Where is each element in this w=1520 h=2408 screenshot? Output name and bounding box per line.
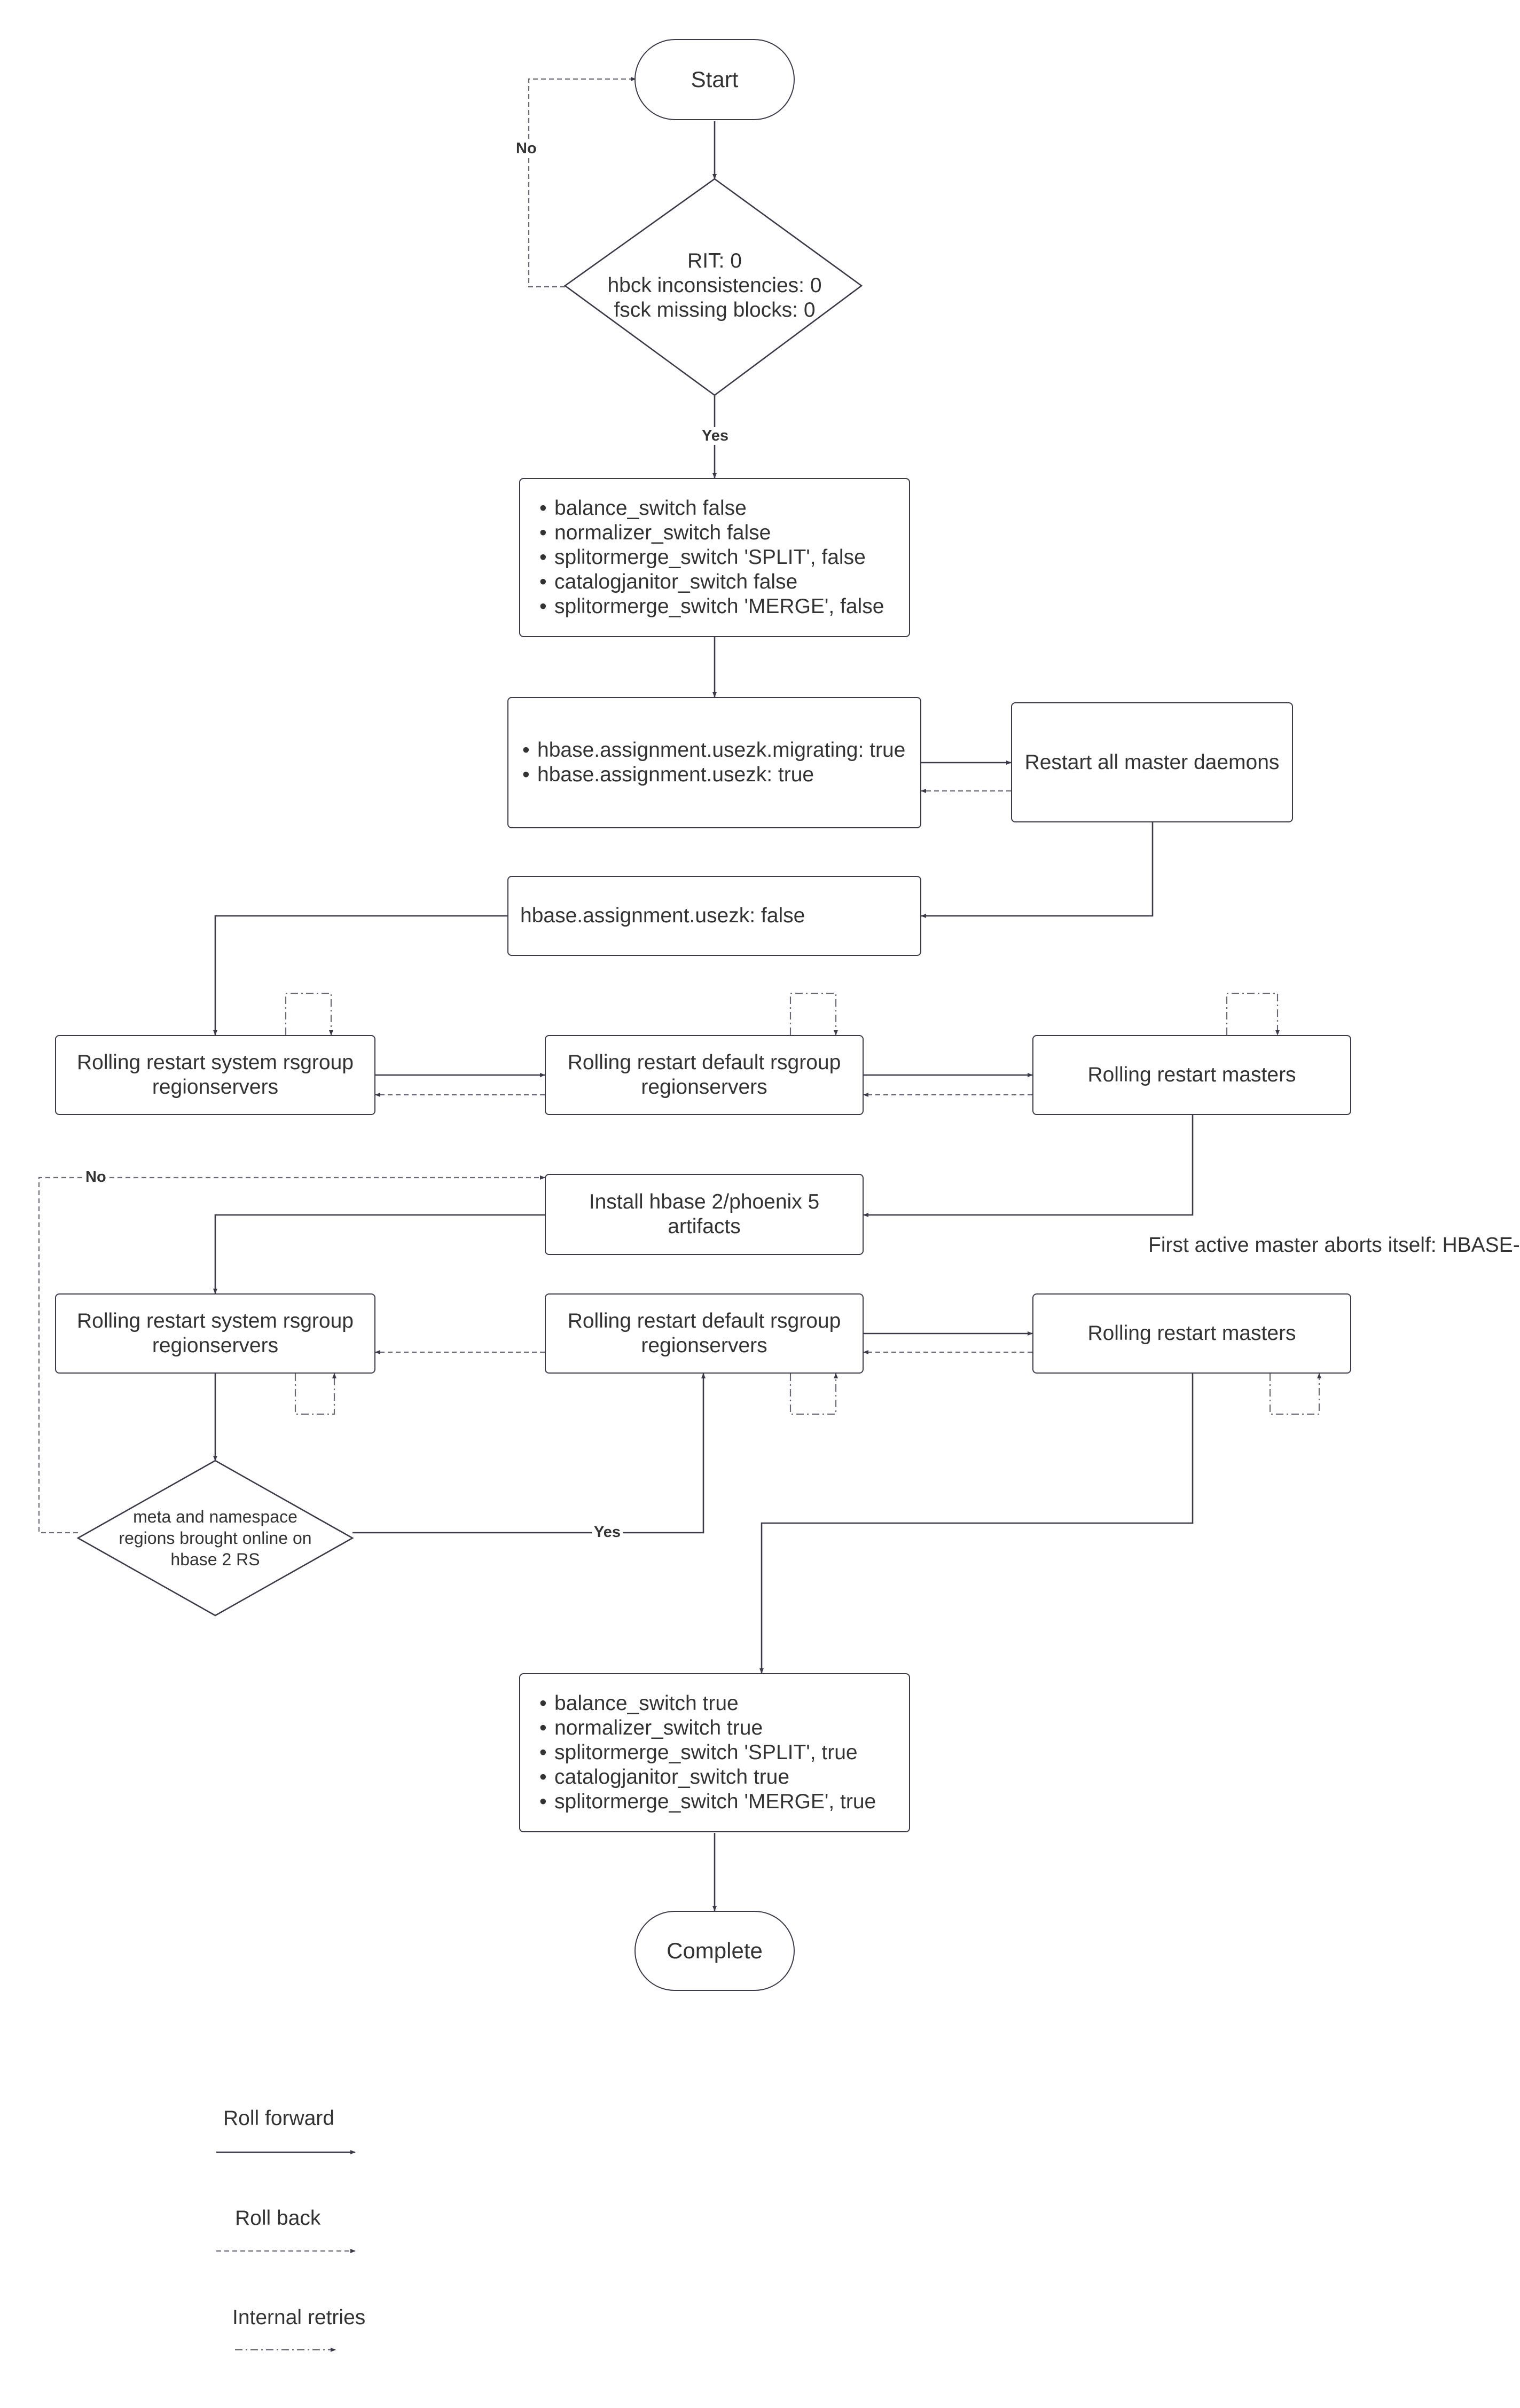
rolling-restart-system-rs-2: Rolling restart system rsgroup regionser… — [55, 1293, 375, 1374]
switches-on-item: normalizer_switch true — [539, 1716, 876, 1740]
zk-false-box: hbase.assignment.usezk: false — [507, 876, 921, 956]
health-check-text: RIT: 0 hbck inconsistencies: 0 fsck miss… — [592, 235, 837, 336]
retry-loop-default-r1 — [789, 992, 838, 1036]
rolling-restart-default-rs-1-label: Rolling restart default rsgroup regionse… — [567, 1051, 841, 1099]
complete-label: Complete — [667, 1938, 763, 1963]
retry-loop-default-r2 — [789, 1373, 838, 1415]
switches-off-box: balance_switch false normalizer_switch f… — [519, 478, 910, 637]
check-rit: RIT: 0 — [687, 249, 742, 272]
switches-off-item: normalizer_switch false — [539, 521, 884, 545]
switches-off-item: splitormerge_switch 'MERGE', false — [539, 594, 884, 619]
meta-online-check-text: meta and namespace regions brought onlin… — [108, 1495, 322, 1581]
edge-masters-to-switches-on — [759, 1374, 1194, 1674]
edge-zk-false-to-system-rs — [213, 915, 507, 1036]
switches-on-item: splitormerge_switch 'SPLIT', true — [539, 1740, 876, 1765]
zk-false-label: hbase.assignment.usezk: false — [520, 904, 805, 927]
rolling-restart-default-rs-2-label: Rolling restart default rsgroup regionse… — [567, 1309, 841, 1357]
legend-roll-forward: Roll forward — [223, 2107, 335, 2130]
rolling-restart-masters-2-label: Rolling restart masters — [1087, 1322, 1296, 1345]
zk-migrating-item: hbase.assignment.usezk: true — [522, 763, 905, 787]
edge-label-no-1: No — [514, 140, 539, 158]
zk-migrating-item: hbase.assignment.usezk.migrating: true — [522, 738, 905, 763]
edge-label-no-2: No — [83, 1168, 108, 1186]
edge-no-back-to-start — [528, 77, 636, 288]
install-artifacts-label: Install hbase 2/phoenix 5 artifacts — [589, 1190, 820, 1238]
roll-forward-edges — [213, 121, 1194, 2154]
edge-install-to-system-rs-r2 — [213, 1214, 545, 1294]
decision-diamond-meta-online — [76, 1460, 354, 1617]
switches-off-item: splitormerge_switch 'SPLIT', false — [539, 545, 884, 570]
switches-off-item: balance_switch false — [539, 496, 884, 521]
rolling-restart-masters-2: Rolling restart masters — [1032, 1293, 1351, 1374]
legend-roll-back: Roll back — [235, 2207, 321, 2230]
install-artifacts-box: Install hbase 2/phoenix 5 artifacts — [545, 1174, 864, 1255]
restart-master-daemons-box: Restart all master daemons — [1011, 702, 1293, 822]
complete-terminal: Complete — [634, 1911, 795, 1991]
retry-loop-masters-r1 — [1226, 992, 1280, 1036]
rolling-restart-default-rs-2: Rolling restart default rsgroup regionse… — [545, 1293, 864, 1374]
legend-internal-retries: Internal retries — [232, 2306, 366, 2329]
retry-loop-system-r2 — [294, 1373, 336, 1415]
switches-on-item: balance_switch true — [539, 1691, 876, 1716]
switches-on-item: catalogjanitor_switch true — [539, 1765, 876, 1790]
abort-note: First active master aborts itself: HBASE… — [1148, 1234, 1520, 1257]
retry-loop-system-r1 — [285, 992, 333, 1036]
meta-online-check-label: meta and namespace regions brought onlin… — [119, 1507, 312, 1569]
edge-no-back-to-install — [38, 1175, 545, 1534]
switches-off-list: balance_switch false normalizer_switch f… — [539, 496, 884, 619]
rolling-restart-system-rs-1-label: Rolling restart system rsgroup regionser… — [76, 1051, 354, 1099]
rolling-restart-masters-1: Rolling restart masters — [1032, 1035, 1351, 1115]
start-terminal: Start — [634, 39, 795, 120]
rolling-restart-masters-1-label: Rolling restart masters — [1087, 1063, 1296, 1086]
edge-masters-to-install — [863, 1115, 1194, 1217]
rolling-restart-system-rs-1: Rolling restart system rsgroup regionser… — [55, 1035, 375, 1115]
switches-on-item: splitormerge_switch 'MERGE', true — [539, 1790, 876, 1814]
edge-label-yes-1: Yes — [700, 427, 731, 445]
rolling-restart-default-rs-1: Rolling restart default rsgroup regionse… — [545, 1035, 864, 1115]
switches-on-box: balance_switch true normalizer_switch tr… — [519, 1673, 910, 1832]
zk-migrating-list: hbase.assignment.usezk.migrating: true h… — [522, 738, 905, 787]
switches-off-item: catalogjanitor_switch false — [539, 570, 884, 594]
check-fsck: fsck missing blocks: 0 — [614, 299, 816, 321]
zk-migrating-box: hbase.assignment.usezk.migrating: true h… — [507, 697, 921, 828]
edge-yes-to-default-r2 — [352, 1373, 706, 1534]
internal-retry-edges — [235, 992, 1321, 2352]
start-label: Start — [691, 67, 739, 92]
rolling-restart-system-rs-2-label: Rolling restart system rsgroup regionser… — [76, 1309, 354, 1357]
restart-master-daemons-label: Restart all master daemons — [1024, 750, 1280, 774]
switches-on-list: balance_switch true normalizer_switch tr… — [539, 1691, 876, 1814]
edge-label-yes-2: Yes — [592, 1524, 623, 1541]
retry-loop-masters-r2 — [1269, 1373, 1321, 1415]
edge-daemons-to-zk-false — [921, 822, 1154, 918]
check-hbck: hbck inconsistencies: 0 — [607, 274, 822, 297]
roll-back-edges — [38, 77, 1032, 2253]
